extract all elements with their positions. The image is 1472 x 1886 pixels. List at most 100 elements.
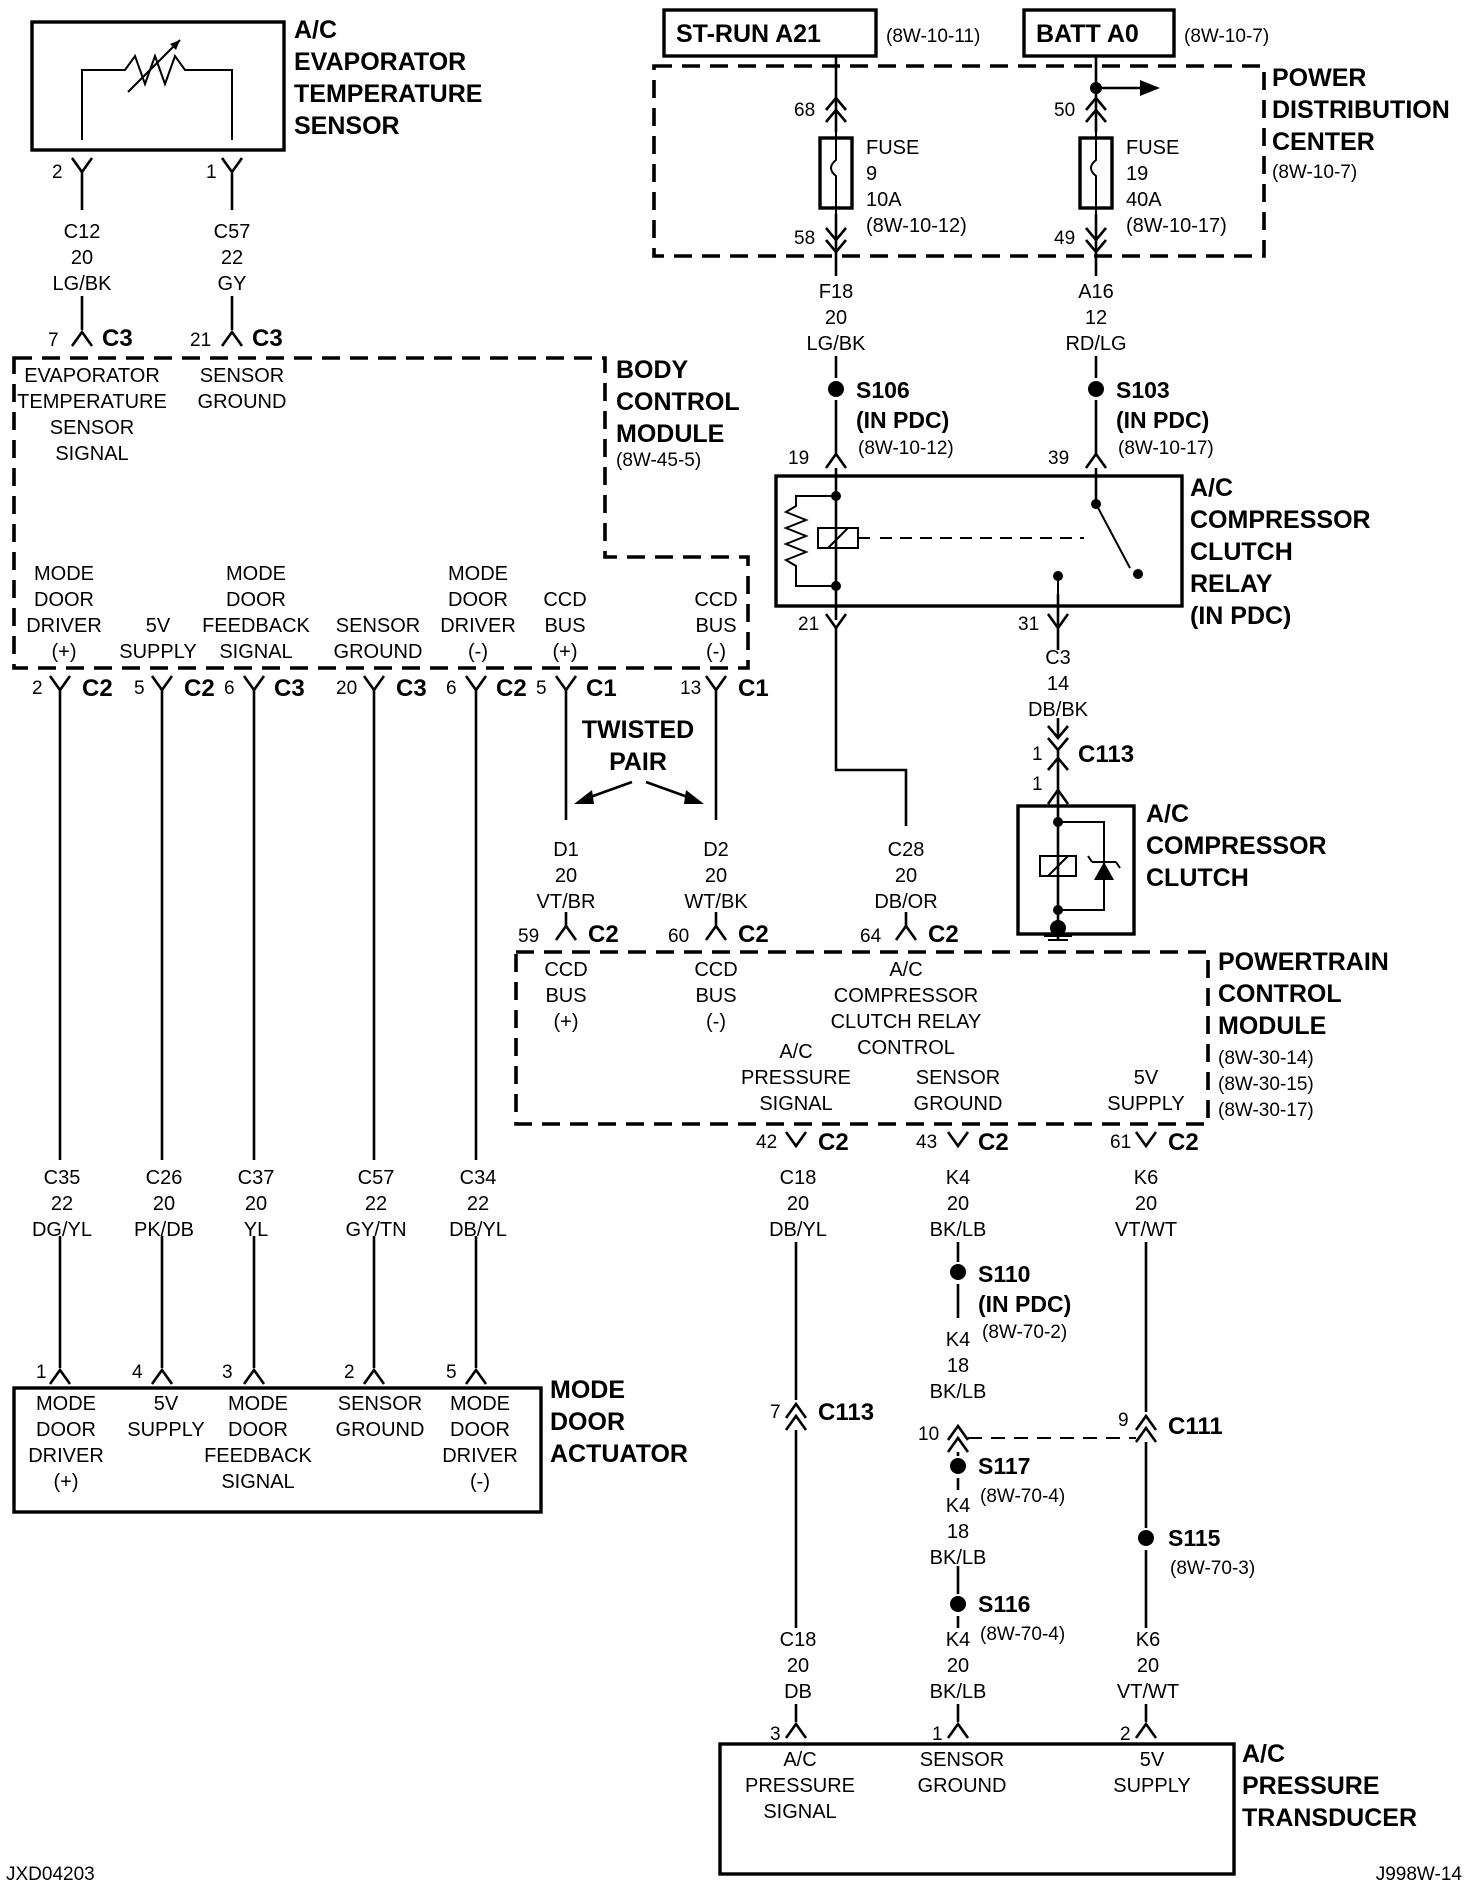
clutch-box [1016,804,1136,936]
pin-label: 1 [36,1362,47,1383]
pin-label: 2 [1120,1724,1131,1745]
pin-label: 59 [518,926,539,947]
pin-label: 6 [446,678,457,699]
connector-c2: C2 [1168,1129,1199,1156]
pin-label: 61 [1110,1132,1131,1153]
pin-label: 2 [344,1362,355,1383]
pin-label: 7 [48,330,59,351]
pdc-ref: (8W-10-7) [1272,162,1357,183]
connector-c2: C2 [588,921,619,948]
splice-s115-ref: (8W-70-3) [1170,1558,1255,1579]
footer-left-code: JXD04203 [6,1864,95,1885]
splice-s115-dot [1138,1530,1154,1546]
pin-label: 42 [756,1132,777,1153]
pdc-outline [652,64,1266,258]
pin-label: 21 [798,614,819,635]
footer-right-code: J998W-14 [1376,1864,1463,1885]
pin-label: 1 [206,162,217,183]
pin-label: 68 [794,100,815,121]
connector-c3: C3 [274,675,305,702]
pin-label: 5 [446,1362,457,1383]
pin-label: 60 [668,926,689,947]
splice-s106-ref: (8W-10-12) [858,438,954,459]
splice-s103-ref: (8W-10-17) [1118,438,1214,459]
pin-label: 49 [1054,228,1075,249]
relay-box [774,474,1184,608]
pin-label: 64 [860,926,882,947]
splice-s115: S115 [1168,1525,1221,1551]
batt-box [1022,8,1176,58]
connector-c113: C113 [1078,741,1134,768]
connector-c2: C2 [928,921,959,948]
connector-c3: C3 [102,325,133,352]
pcm-refs: (8W-30-14)(8W-30-15)(8W-30-17) [1218,1048,1314,1121]
pin-label: 50 [1054,100,1075,121]
splice-s110-dot [950,1264,966,1280]
batt-ref: (8W-10-7) [1184,26,1269,47]
st-run-box [662,8,878,58]
pin-label: 3 [770,1724,781,1745]
bcm-ref: (8W-45-5) [616,450,701,471]
splice-s116-dot [950,1596,966,1612]
connector-c1: C1 [586,675,617,702]
pin-label: 31 [1018,614,1039,635]
bcm-outline [12,356,750,670]
connector-c1: C1 [738,675,769,702]
splice-s110-ref: (8W-70-2) [982,1322,1067,1343]
splice-s106-dot [828,381,844,397]
connector-c2: C2 [818,1129,849,1156]
connector-c2: C2 [738,921,769,948]
pin-label: 13 [680,678,701,699]
connector-c2: C2 [496,675,527,702]
pin-label: 2 [32,678,43,699]
pcm-outline [514,950,1210,1126]
evap-sensor-box [30,20,286,152]
splice-s117-ref: (8W-70-4) [980,1486,1065,1507]
pin-label: 20 [336,678,357,699]
st-run-label: ST-RUN A21 [676,20,821,48]
connector-c111: C111 [1168,1413,1223,1440]
splice-s117: S117 [978,1453,1030,1479]
pin-label: 1 [1032,744,1043,765]
connector-c3: C3 [252,325,283,352]
